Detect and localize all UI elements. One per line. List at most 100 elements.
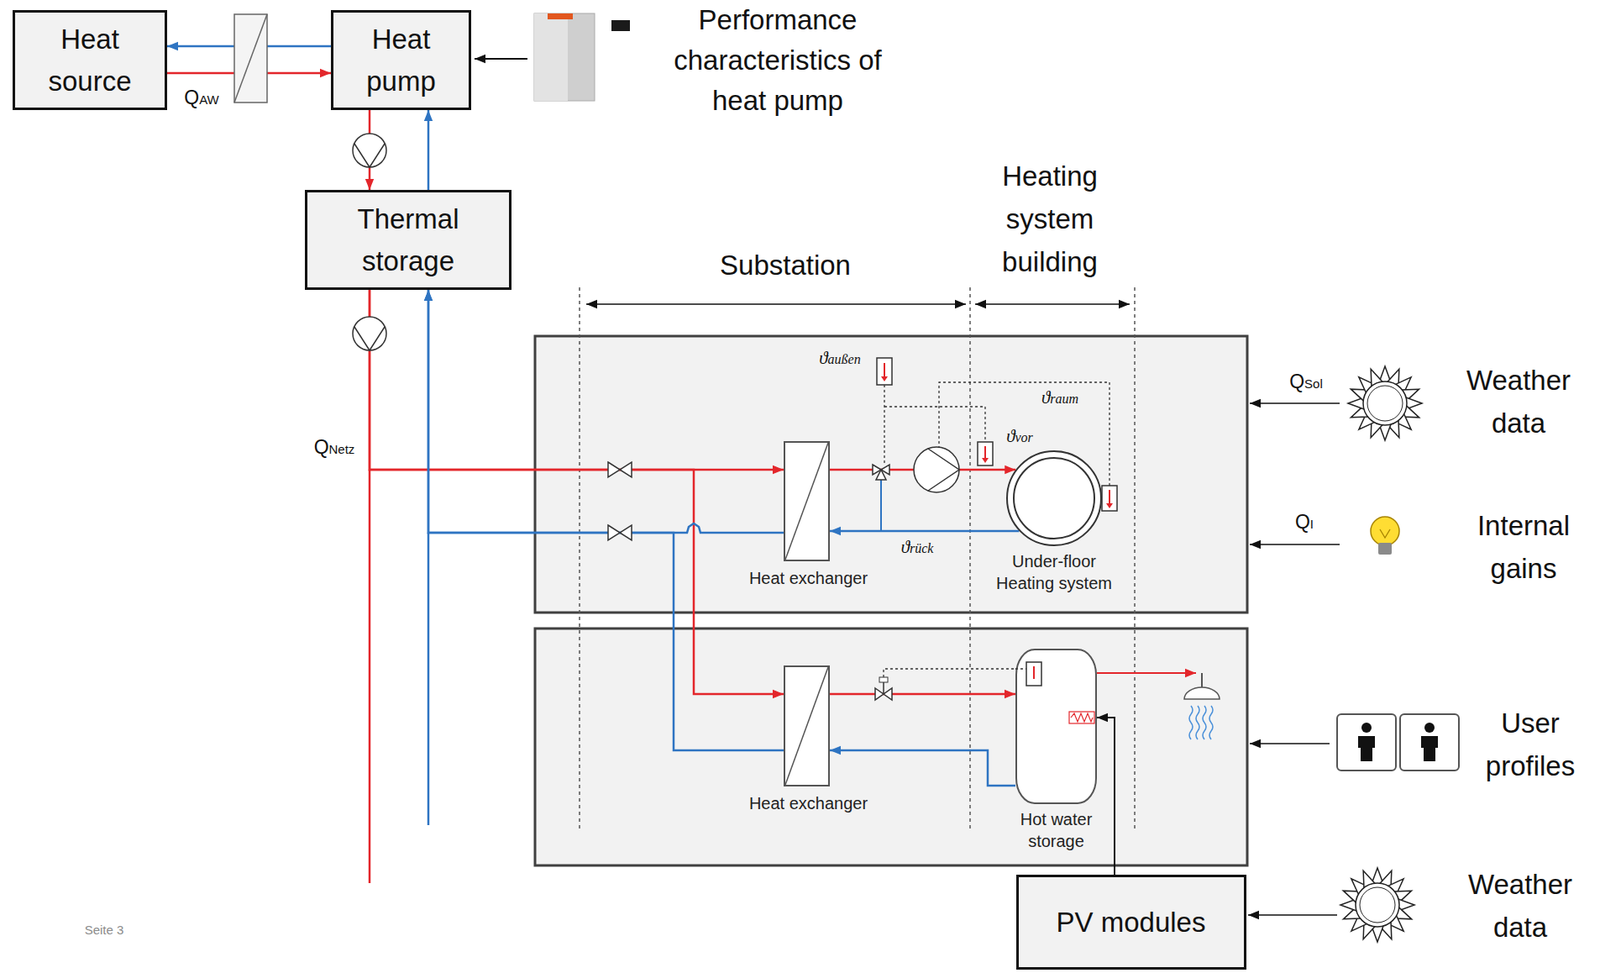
heat-pump-face	[534, 13, 568, 101]
pipe-connector	[1096, 717, 1115, 875]
annotation: Weather data	[1448, 862, 1592, 949]
valve-symbol	[608, 461, 632, 478]
pipe-connector	[427, 110, 431, 190]
sensor-mark	[984, 445, 987, 459]
heating-coil	[1013, 457, 1095, 539]
sensor-mark	[981, 457, 989, 463]
return-line	[427, 532, 431, 825]
process-box: Heat source	[12, 10, 168, 111]
storage-tank: Hot water storage	[1015, 648, 1097, 804]
control-line	[883, 384, 885, 465]
heat-pump-unit	[534, 13, 595, 101]
pump-symbol	[354, 326, 385, 351]
heating-element	[1070, 713, 1093, 722]
page-number: Seite 3	[70, 921, 138, 939]
heating-circle	[1007, 451, 1102, 546]
heating-element	[1069, 711, 1095, 724]
process-box: Heat pump	[330, 10, 472, 111]
sensor-symbol	[876, 357, 892, 385]
shower-stem	[1201, 672, 1203, 688]
valve-symbol	[608, 524, 632, 541]
sensor-mark	[1033, 666, 1035, 679]
part-label: Heat exchanger	[716, 566, 902, 589]
person-icon	[1337, 713, 1396, 771]
person-body	[1421, 735, 1438, 761]
annotation: User profiles	[1463, 701, 1598, 787]
temperature-label: ϑrück	[890, 535, 945, 559]
flow-symbol: QNetz	[304, 435, 364, 461]
control-line	[883, 668, 1016, 677]
sensor-mark	[881, 376, 888, 382]
heat-exchanger-diagonal	[785, 442, 829, 560]
tank-outline	[1015, 648, 1097, 804]
control-line	[884, 406, 986, 442]
pipe-connector	[829, 529, 1019, 533]
pipe-connector	[428, 289, 784, 533]
annotation: Substation	[684, 243, 887, 287]
box-label: Thermal storage	[336, 198, 480, 282]
flow-symbol: QAW	[176, 85, 227, 111]
supply-line	[368, 469, 372, 883]
heat-exchanger-outline	[785, 442, 829, 560]
process-box: PV modules	[1016, 874, 1247, 970]
input-arrow	[1249, 742, 1330, 745]
water-stream	[1196, 705, 1200, 740]
heat-exchanger-diagonal	[234, 14, 268, 103]
person-icon	[1400, 713, 1459, 771]
input-arrow	[474, 57, 528, 60]
heating-circle-outline	[1006, 450, 1102, 546]
heat-pump-stripe	[547, 13, 573, 20]
heat-exchanger-outline	[785, 666, 829, 785]
process-box: Thermal storage	[304, 189, 512, 290]
sensor-mark	[883, 362, 886, 378]
pump-symbol	[352, 316, 387, 351]
pump-symbol	[352, 133, 387, 168]
pump-symbol	[913, 446, 960, 493]
bulb-glass	[1370, 516, 1400, 546]
pipe-connector	[829, 750, 1016, 786]
flow-symbol: QSol	[1280, 369, 1332, 395]
box-label: Heat pump	[346, 18, 457, 102]
water-stream	[1202, 705, 1207, 740]
input-arrow	[1249, 402, 1340, 404]
tank-body	[1016, 649, 1097, 803]
person-head	[1361, 722, 1372, 733]
control-line	[1015, 667, 1027, 669]
heat-exchanger-symbol	[234, 14, 268, 103]
part-label: Under-floor Heating system	[985, 550, 1124, 594]
underfloor-heating: Under-floor Heating system	[1006, 450, 1102, 546]
pump-symbol	[928, 448, 960, 491]
boundary-line	[1133, 287, 1136, 832]
bulb-filament	[1379, 529, 1391, 538]
input-arrow	[1248, 913, 1338, 916]
annotation: Heating system building	[982, 154, 1118, 284]
part-label: Heat exchanger	[716, 792, 902, 814]
pipe-connector	[428, 289, 784, 751]
sensor-mark	[1108, 489, 1111, 504]
sensor-mark	[1106, 503, 1113, 509]
span-arrow	[586, 303, 966, 305]
sensor-symbol	[1026, 661, 1042, 686]
temperature-label: ϑaußen	[806, 346, 874, 370]
boundary-line	[578, 287, 581, 832]
heat-exchanger: Heat exchanger	[783, 440, 830, 562]
heat-exchanger-diagonal	[785, 666, 829, 785]
hot-water-panel	[535, 628, 1248, 866]
bulb-base	[1378, 542, 1392, 555]
person-head	[1424, 722, 1435, 733]
temperature-label: ϑraum	[1030, 386, 1090, 410]
annotation: Internal gains	[1452, 503, 1595, 590]
bypass-line	[880, 474, 882, 531]
mixing-valve	[876, 469, 887, 480]
flow-symbol: QI	[1287, 509, 1322, 536]
pipe-connector	[829, 692, 1016, 696]
hot-water-line	[1096, 671, 1197, 674]
sun-icon	[1348, 366, 1422, 441]
valve-stem	[882, 681, 885, 694]
valve-actuator	[879, 676, 888, 682]
building-panel	[535, 335, 1248, 613]
pipe-connector	[369, 289, 784, 470]
sun-icon	[1340, 867, 1415, 942]
